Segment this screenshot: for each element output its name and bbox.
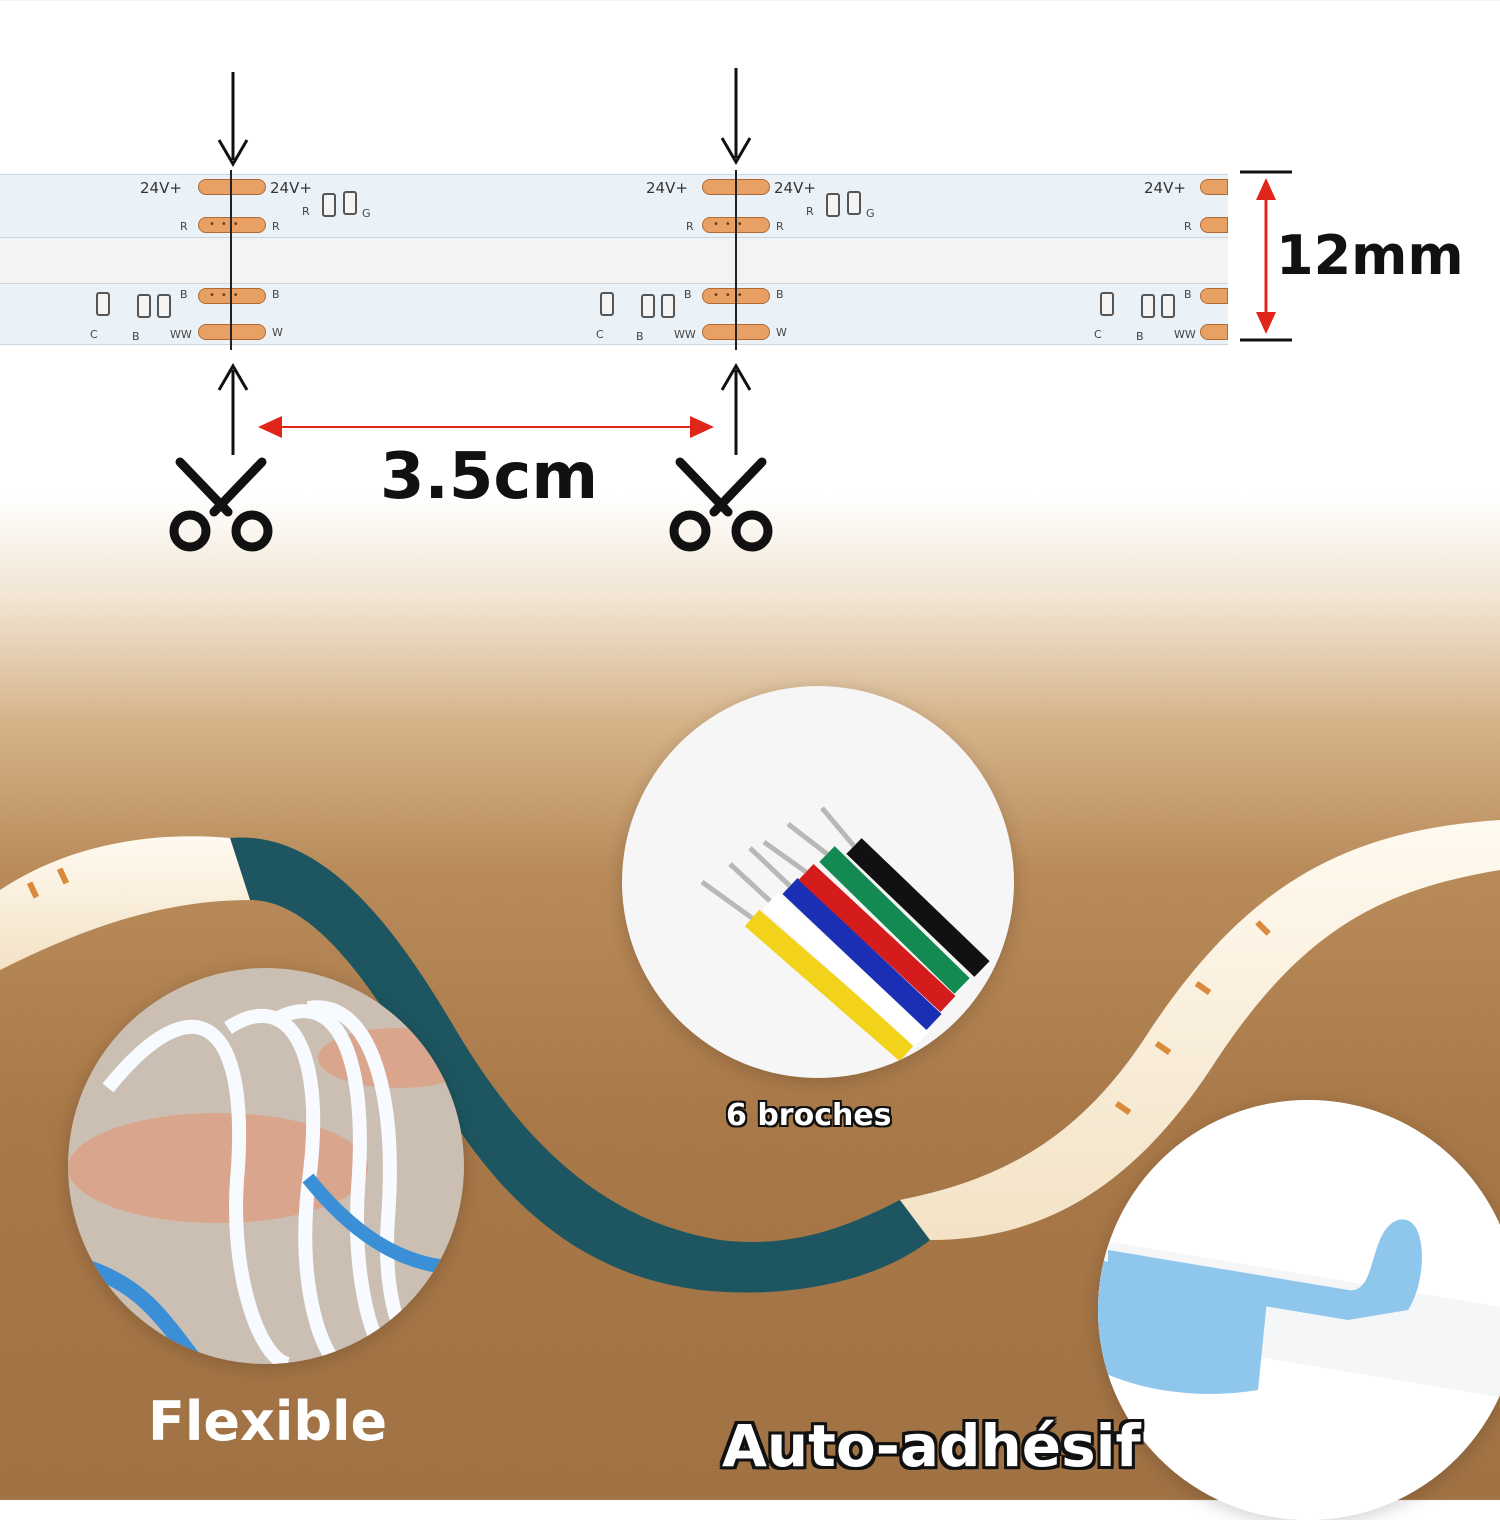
pad-label-b: B xyxy=(1136,330,1144,343)
solder-pad xyxy=(1200,179,1228,195)
pad-label-b: B xyxy=(180,288,188,301)
pad-label-ww: WW xyxy=(1174,328,1196,341)
pad-label-g: G xyxy=(866,207,875,220)
pad-label-r: R xyxy=(1184,220,1192,233)
resistor-chip xyxy=(826,193,840,217)
pad-label-b: B xyxy=(272,288,280,301)
resistor-chip xyxy=(600,292,614,316)
pad-label-r: R xyxy=(776,220,784,233)
led-strip-ribbon xyxy=(0,820,1500,1293)
resistor-chip xyxy=(847,191,861,215)
resistor-chip xyxy=(322,193,336,217)
pad-label-c: C xyxy=(90,328,98,341)
strip-glow-right xyxy=(900,820,1500,1240)
resistor-chip xyxy=(343,191,357,215)
cut-spacing-label: 3.5cm xyxy=(380,440,598,514)
pad-label-c: C xyxy=(596,328,604,341)
pad-label-w: W xyxy=(776,326,787,339)
scissors-icon xyxy=(669,457,773,552)
pad-label-r: R xyxy=(806,205,814,218)
solder-pad xyxy=(198,324,266,340)
pins-caption: 6 broches xyxy=(726,1098,892,1133)
pad-label-24v: 24V+ xyxy=(270,179,312,197)
resistor-chip xyxy=(1141,294,1155,318)
pad-label-r: R xyxy=(272,220,280,233)
solder-pad: ••• xyxy=(198,288,266,304)
pad-label-24v: 24V+ xyxy=(774,179,816,197)
dimension-overlay xyxy=(169,68,1292,552)
wires-illustration xyxy=(700,806,990,1062)
pad-label-b: B xyxy=(636,330,644,343)
width-dimension-label: 12mm xyxy=(1276,224,1464,287)
double-arrow-icon xyxy=(258,416,714,438)
flexible-photo-circle xyxy=(68,968,464,1364)
pad-label-c: C xyxy=(1094,328,1102,341)
flexible-caption: Flexible xyxy=(148,1390,388,1453)
resistor-chip xyxy=(137,294,151,318)
pad-label-ww: WW xyxy=(170,328,192,341)
pad-label-b: B xyxy=(1184,288,1192,301)
solder-pad xyxy=(198,179,266,195)
resistor-chip xyxy=(96,292,110,316)
strip-gap xyxy=(0,237,1228,283)
arrow-up-icon xyxy=(217,363,249,455)
solder-pad xyxy=(1200,288,1228,304)
pad-label-b: B xyxy=(132,330,140,343)
arrow-down-icon xyxy=(217,72,249,167)
strip-glow-left xyxy=(0,836,250,970)
arrow-down-icon xyxy=(720,68,752,165)
led-strip-top-row: 24V+ 24V+ R ••• R R G 24V+ 24V+ R ••• R … xyxy=(0,174,1228,238)
pad-label-24v: 24V+ xyxy=(1144,179,1186,197)
double-arrow-icon xyxy=(1240,170,1292,342)
adhesive-tape-illustration xyxy=(1098,1100,1500,1520)
pad-label-g: G xyxy=(362,207,371,220)
resistor-chip xyxy=(157,294,171,318)
cut-line xyxy=(735,170,737,350)
pad-label-b: B xyxy=(776,288,784,301)
solder-pad xyxy=(1200,324,1228,340)
scissors-icon xyxy=(169,457,273,552)
resistor-chip xyxy=(1161,294,1175,318)
pad-label-24v: 24V+ xyxy=(646,179,688,197)
pad-label-w: W xyxy=(272,326,283,339)
pad-label-b: B xyxy=(684,288,692,301)
hand-with-strips-illustration xyxy=(68,1000,464,1364)
adhesive-caption: Auto-adhésif xyxy=(722,1412,1141,1480)
cut-line xyxy=(230,170,232,350)
arrow-up-icon xyxy=(720,363,752,455)
led-strip-bottom-row: C B B WW ••• B W C B B WW ••• B W C B B … xyxy=(0,283,1228,345)
pad-label-r: R xyxy=(302,205,310,218)
pad-label-ww: WW xyxy=(674,328,696,341)
resistor-chip xyxy=(641,294,655,318)
pad-label-r: R xyxy=(180,220,188,233)
solder-pad: ••• xyxy=(198,217,266,233)
solder-pad xyxy=(1200,217,1228,233)
pad-label-24v: 24V+ xyxy=(140,179,182,197)
strip-backside xyxy=(230,837,930,1293)
wires-photo-circle xyxy=(622,686,1014,1078)
resistor-chip xyxy=(661,294,675,318)
resistor-chip xyxy=(1100,292,1114,316)
adhesive-photo-circle xyxy=(1098,1100,1500,1520)
pad-label-r: R xyxy=(686,220,694,233)
